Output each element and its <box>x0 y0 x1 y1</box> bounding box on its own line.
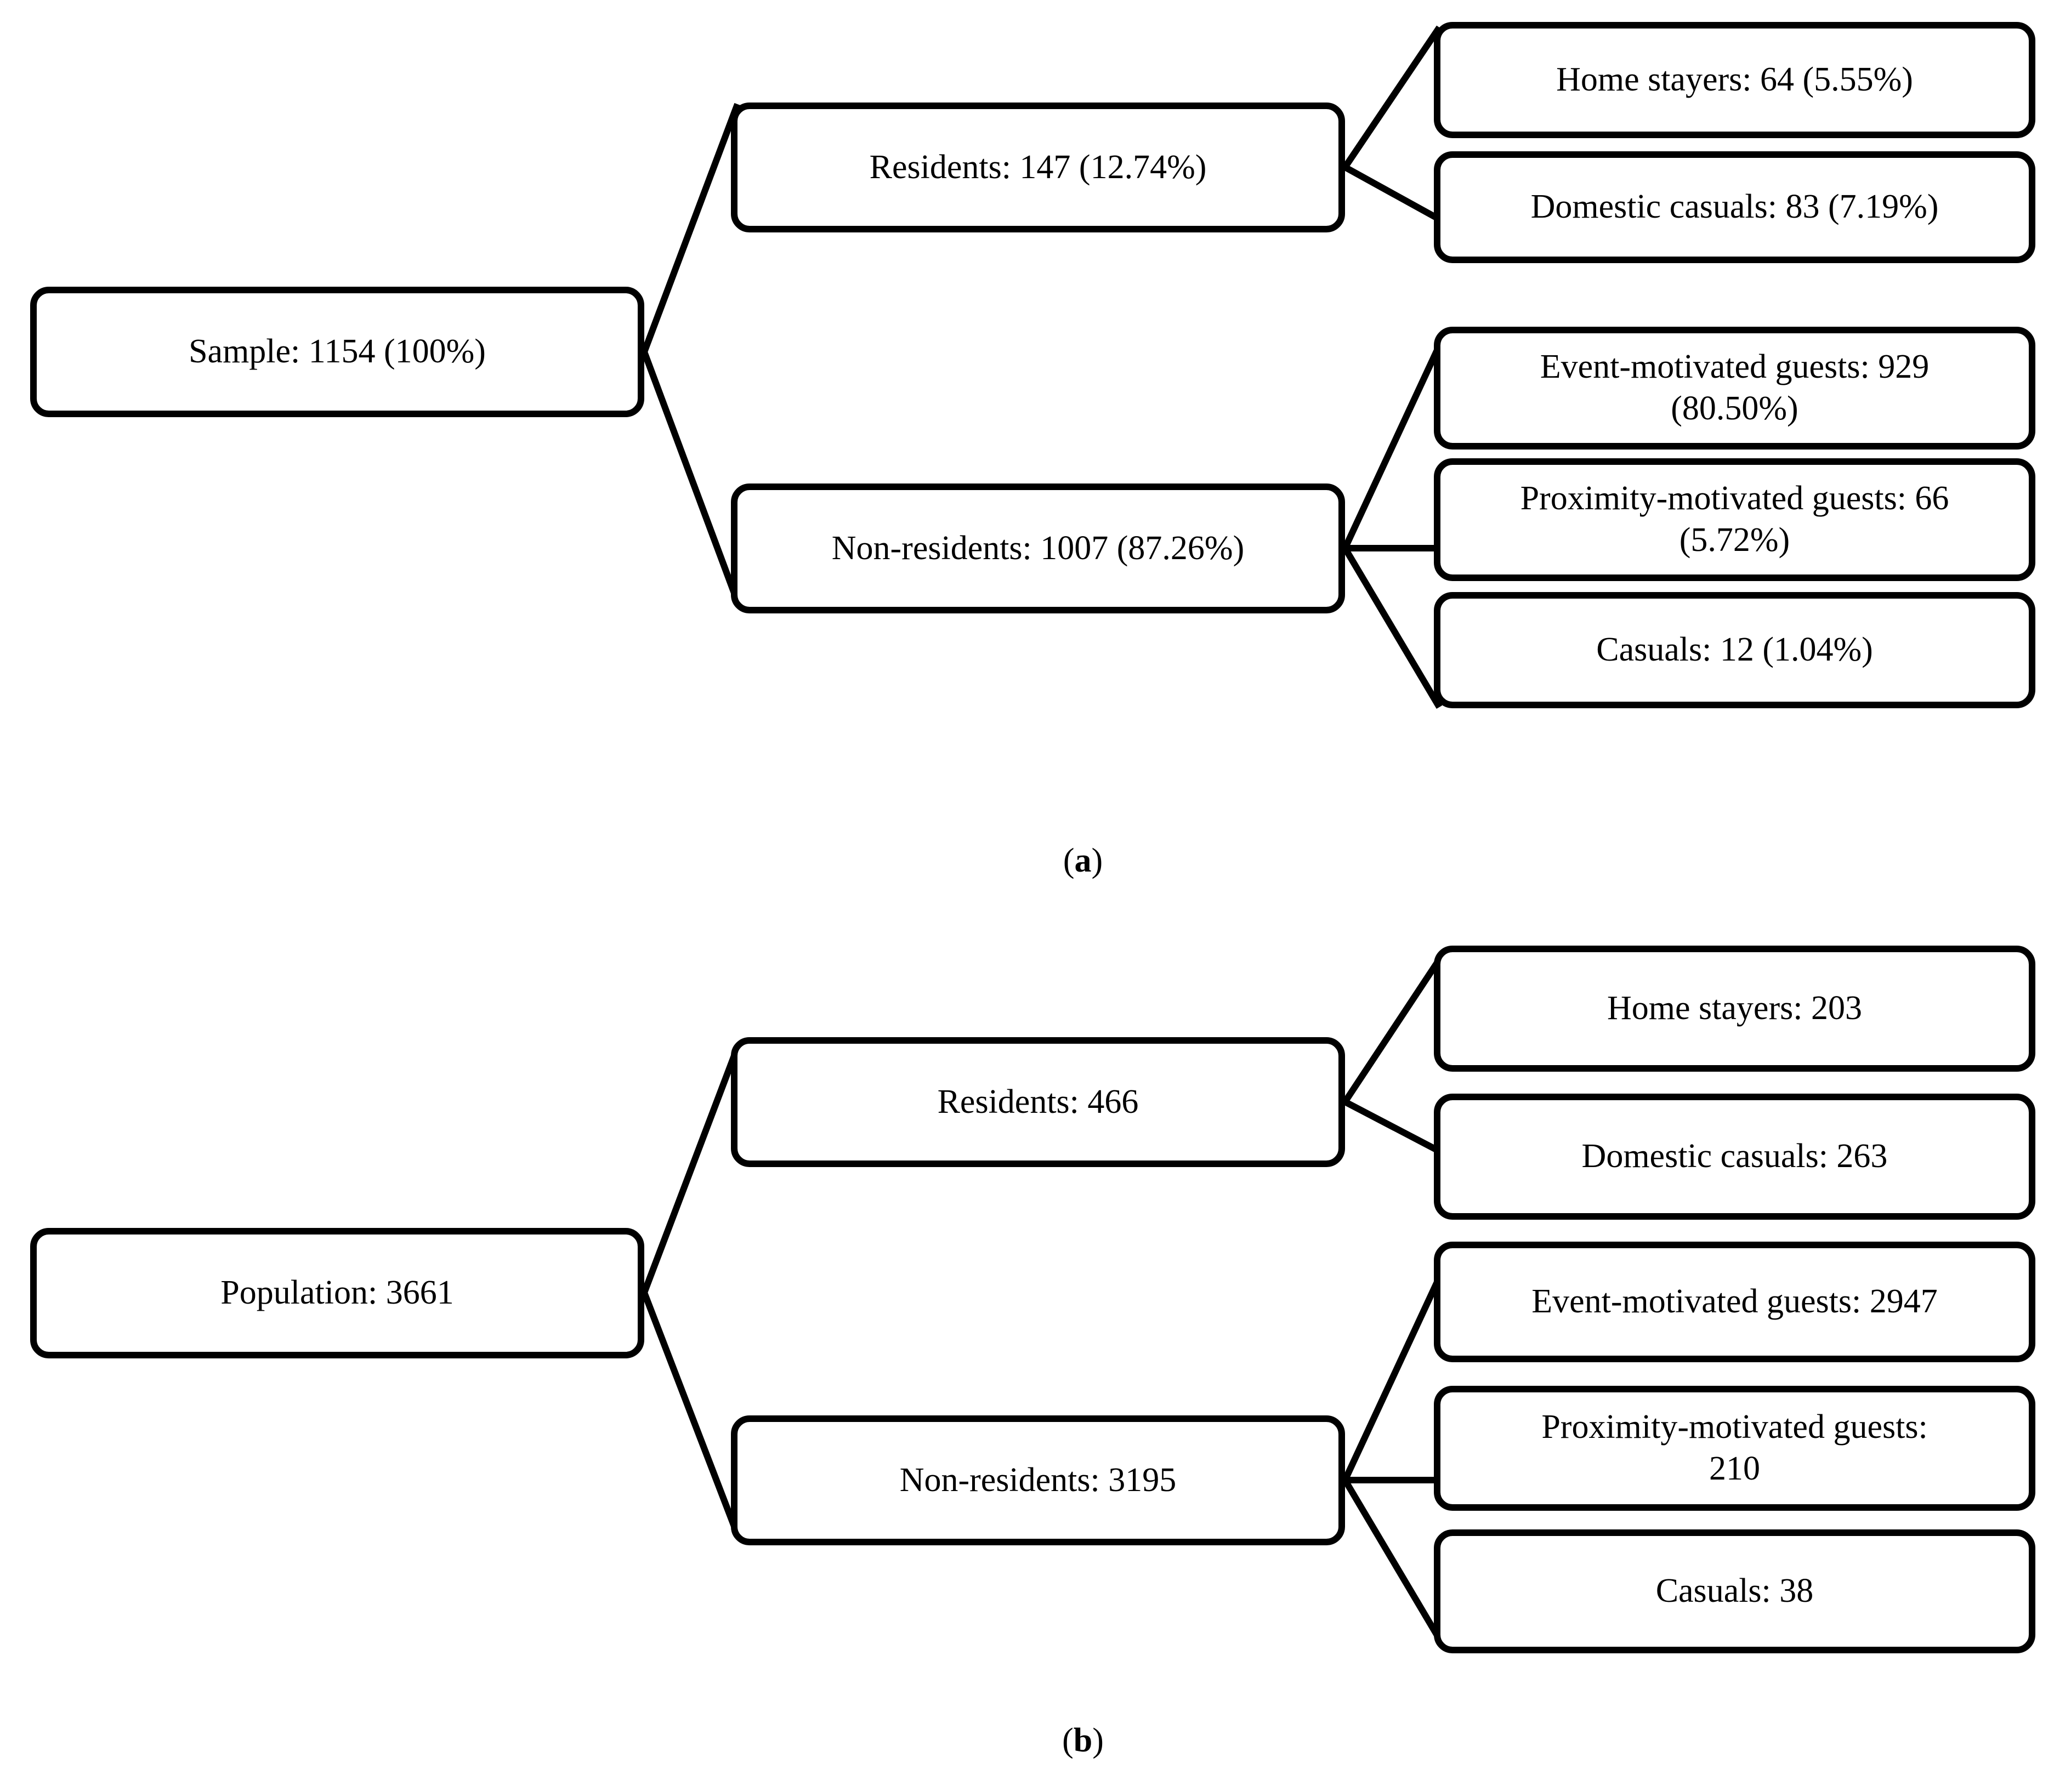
node-event-motivated-guests-a: Event-motivated guests: 929 (80.50%) <box>1434 327 2035 450</box>
node-domestic-casuals-a-label: Domestic casuals: 83 (7.19%) <box>1530 188 1939 226</box>
node-event-motivated-guests-a-label: Event-motivated guests: 929 (80.50%) <box>1540 348 1930 427</box>
node-casuals-b-label: Casuals: 38 <box>1655 1572 1814 1610</box>
panel-caption-a-paren-close: ) <box>1091 842 1103 879</box>
node-casuals-b: Casuals: 38 <box>1434 1529 2035 1653</box>
node-residents-a-label: Residents: 147 (12.74%) <box>869 148 1207 186</box>
node-non-residents-a: Non-residents: 1007 (87.26%) <box>731 483 1345 613</box>
panel-caption-b-letter: b <box>1073 1722 1093 1759</box>
node-proximity-motivated-guests-a: Proximity-motivated guests: 66 (5.72%) <box>1434 458 2035 581</box>
node-population-label: Population: 3661 <box>220 1274 454 1312</box>
panel-caption-b-paren-close: ) <box>1092 1722 1104 1759</box>
connector-population-to-nonresidents <box>641 1291 741 1537</box>
node-domestic-casuals-b: Domestic casuals: 263 <box>1434 1094 2035 1220</box>
connector-b-residents-to-home-stayers <box>1342 957 1443 1104</box>
node-home-stayers-b-label: Home stayers: 203 <box>1607 989 1862 1027</box>
panel-caption-a: (a) <box>973 841 1193 880</box>
connector-b-nonresidents-to-casuals <box>1342 1478 1443 1641</box>
node-home-stayers-a: Home stayers: 64 (5.55%) <box>1434 22 2035 138</box>
node-residents-b-label: Residents: 466 <box>937 1083 1139 1120</box>
connector-residents-to-home-stayers <box>1342 25 1442 169</box>
connector-nonresidents-to-event-motivated <box>1342 344 1443 550</box>
node-domestic-casuals-a: Domestic casuals: 83 (7.19%) <box>1434 151 2035 263</box>
node-proximity-motivated-guests-b-label: Proximity-motivated guests: 210 <box>1541 1408 1928 1487</box>
connector-b-nonresidents-to-event-motivated <box>1342 1276 1443 1482</box>
connector-nonresidents-to-casuals <box>1342 546 1443 709</box>
panel-caption-b-paren-open: ( <box>1062 1722 1074 1759</box>
node-event-motivated-guests-b-label: Event-motivated guests: 2947 <box>1531 1283 1938 1321</box>
node-non-residents-b: Non-residents: 3195 <box>731 1415 1345 1545</box>
connector-population-to-residents <box>641 1045 741 1294</box>
node-casuals-a: Casuals: 12 (1.04%) <box>1434 592 2035 708</box>
connector-sample-to-residents <box>641 103 741 354</box>
connector-b-residents-to-domestic-casuals <box>1343 1099 1441 1154</box>
panel-caption-b: (b) <box>973 1721 1193 1760</box>
panel-caption-a-letter: a <box>1074 842 1092 879</box>
node-population: Population: 3661 <box>30 1228 644 1358</box>
node-casuals-a-label: Casuals: 12 (1.04%) <box>1596 631 1873 669</box>
node-residents-b: Residents: 466 <box>731 1037 1345 1167</box>
node-proximity-motivated-guests-b: Proximity-motivated guests: 210 <box>1434 1386 2035 1511</box>
node-non-residents-a-label: Non-residents: 1007 (87.26%) <box>831 529 1245 567</box>
node-sample-label: Sample: 1154 (100%) <box>189 333 486 371</box>
panel-caption-a-paren-open: ( <box>1063 842 1075 879</box>
node-non-residents-b-label: Non-residents: 3195 <box>899 1461 1177 1499</box>
connector-sample-to-nonresidents <box>641 350 741 604</box>
node-home-stayers-b: Home stayers: 203 <box>1434 946 2035 1072</box>
node-residents-a: Residents: 147 (12.74%) <box>731 103 1345 232</box>
node-domestic-casuals-b-label: Domestic casuals: 263 <box>1581 1137 1888 1175</box>
node-home-stayers-a-label: Home stayers: 64 (5.55%) <box>1556 61 1913 99</box>
node-proximity-motivated-guests-a-label: Proximity-motivated guests: 66 (5.72%) <box>1520 480 1949 559</box>
connector-residents-to-domestic-casuals <box>1343 164 1441 223</box>
node-event-motivated-guests-b: Event-motivated guests: 2947 <box>1434 1242 2035 1362</box>
node-sample: Sample: 1154 (100%) <box>30 287 644 417</box>
